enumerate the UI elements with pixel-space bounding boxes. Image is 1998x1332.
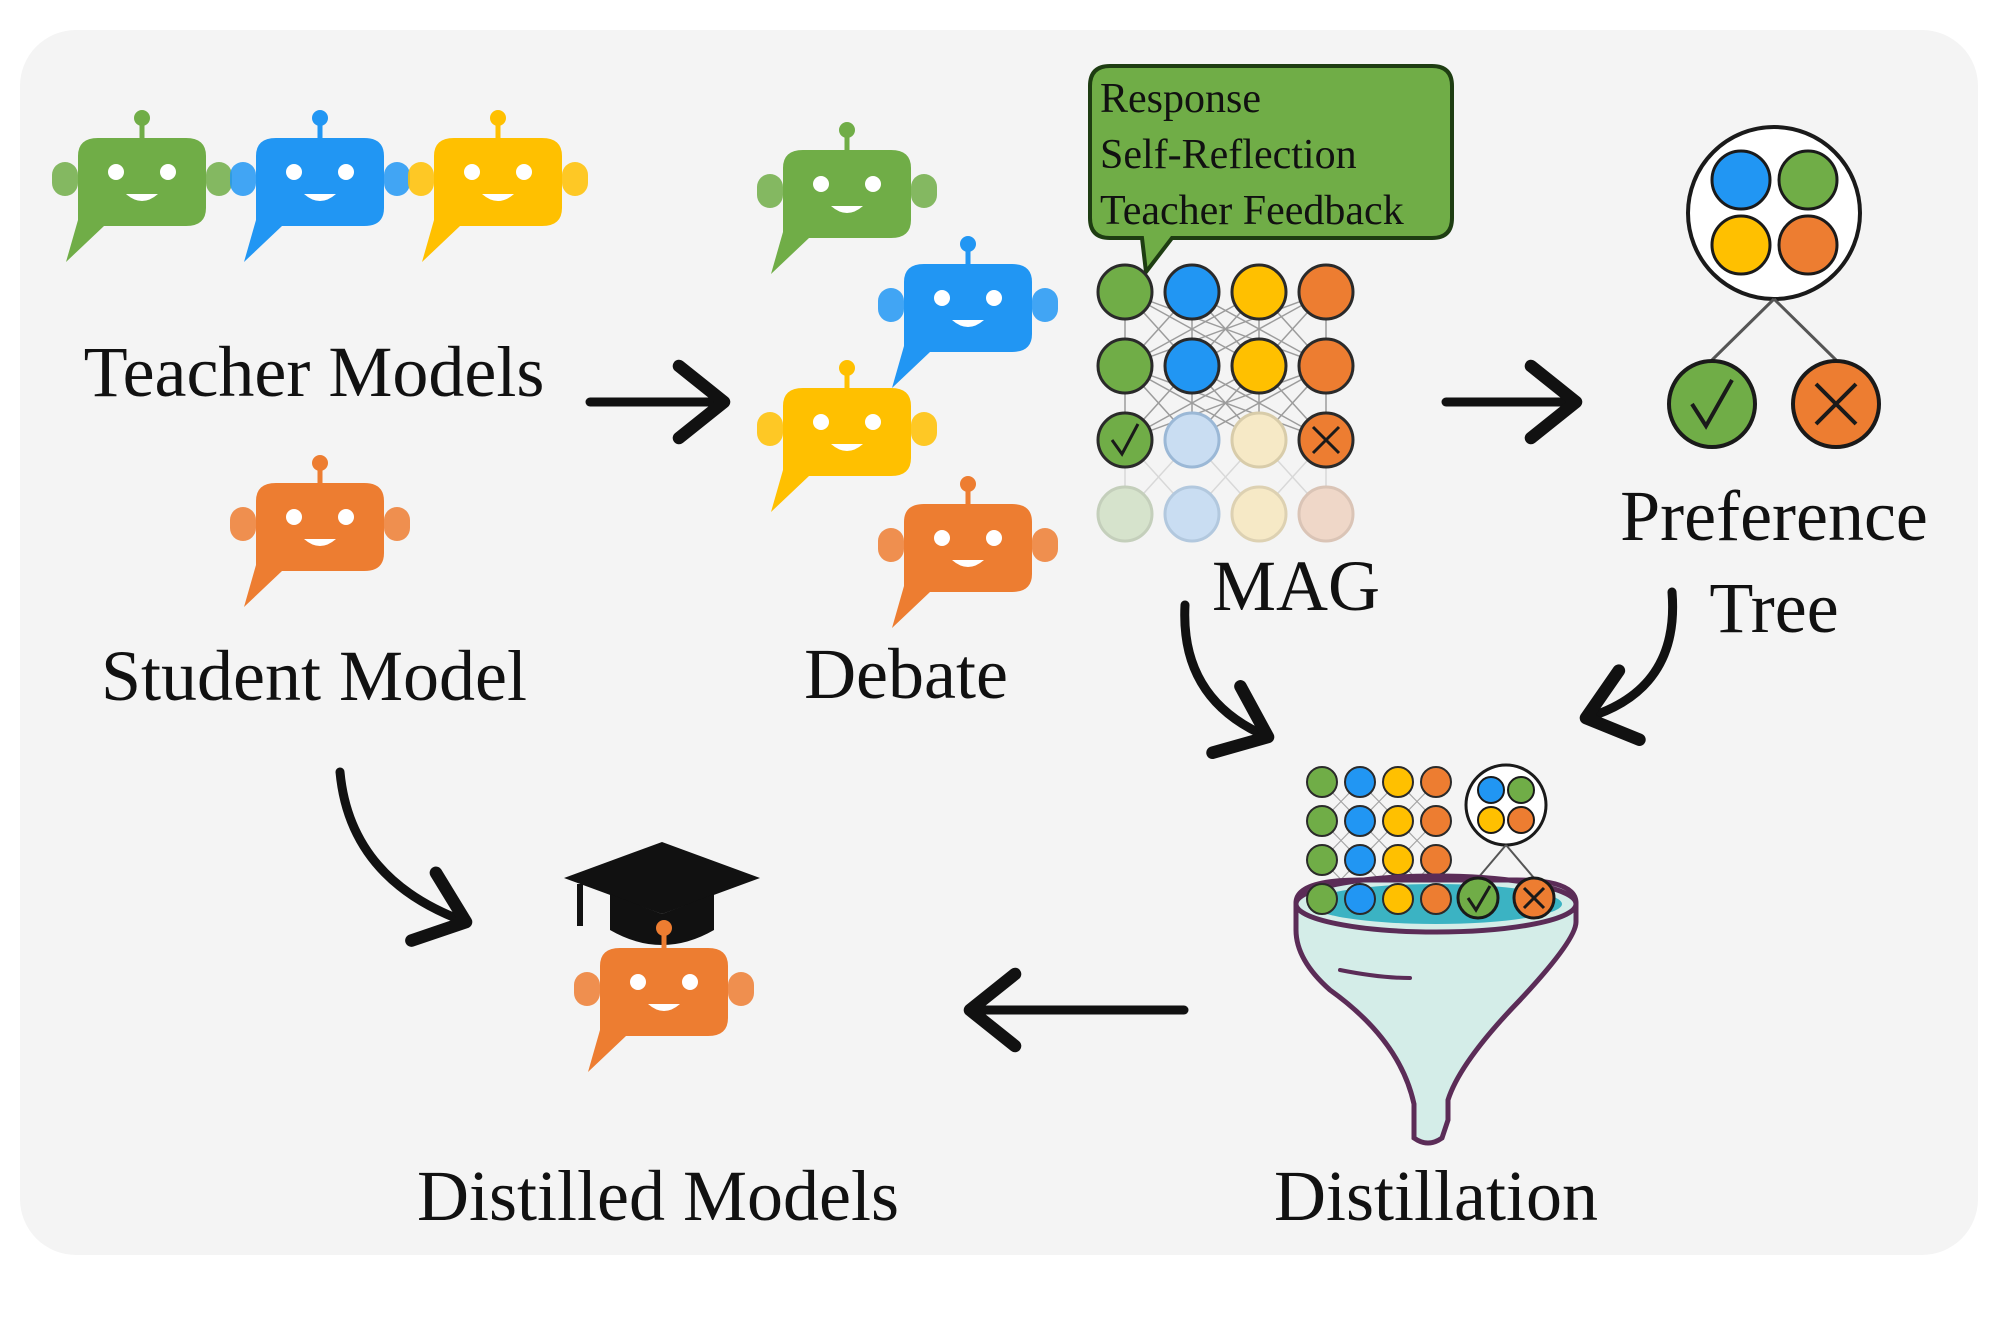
student-model-label: Student Model [101, 636, 527, 716]
arrow-mag-to-distillation [1180, 600, 1275, 760]
debate-robot-blue [878, 236, 1058, 388]
bubble-line-self-reflection: Self-Reflection [1100, 132, 1357, 178]
mag-speech-bubble: Response Self-Reflection Teacher Feedbac… [1088, 64, 1454, 278]
teacher-robot-yellow [408, 110, 588, 262]
distillation-funnel-icon [1293, 763, 1579, 1146]
preference-tree-label-line2: Tree [1709, 568, 1838, 648]
teacher-robot-blue [230, 110, 410, 262]
arrow-student-to-distilled [335, 767, 473, 947]
graduation-cap-icon [564, 842, 760, 945]
preference-tree [1667, 125, 1881, 449]
arrow-preference-to-distillation [1579, 587, 1678, 746]
mag-cross-node [1297, 411, 1355, 469]
debate-robot-orange [878, 476, 1058, 628]
distillation-label: Distillation [1274, 1156, 1598, 1236]
teacher-robot-green [52, 110, 232, 262]
teacher-models-label: Teacher Models [84, 332, 545, 412]
mag-graph [1096, 263, 1355, 543]
preference-cross-icon [1791, 359, 1881, 449]
bubble-line-teacher-feedback: Teacher Feedback [1100, 188, 1404, 234]
distilled-models-label: Distilled Models [417, 1156, 899, 1236]
debate-robot-green [757, 122, 937, 274]
preference-tree-label-line1: Preference [1620, 476, 1928, 556]
preference-check-icon [1667, 359, 1757, 449]
student-robot-orange [230, 455, 410, 607]
debate-robot-yellow [757, 360, 937, 512]
mag-check-node [1096, 411, 1154, 469]
mag-label: MAG [1212, 546, 1380, 626]
bubble-line-response: Response [1100, 76, 1261, 122]
debate-label: Debate [804, 634, 1008, 714]
distilled-robot-orange [574, 920, 754, 1072]
